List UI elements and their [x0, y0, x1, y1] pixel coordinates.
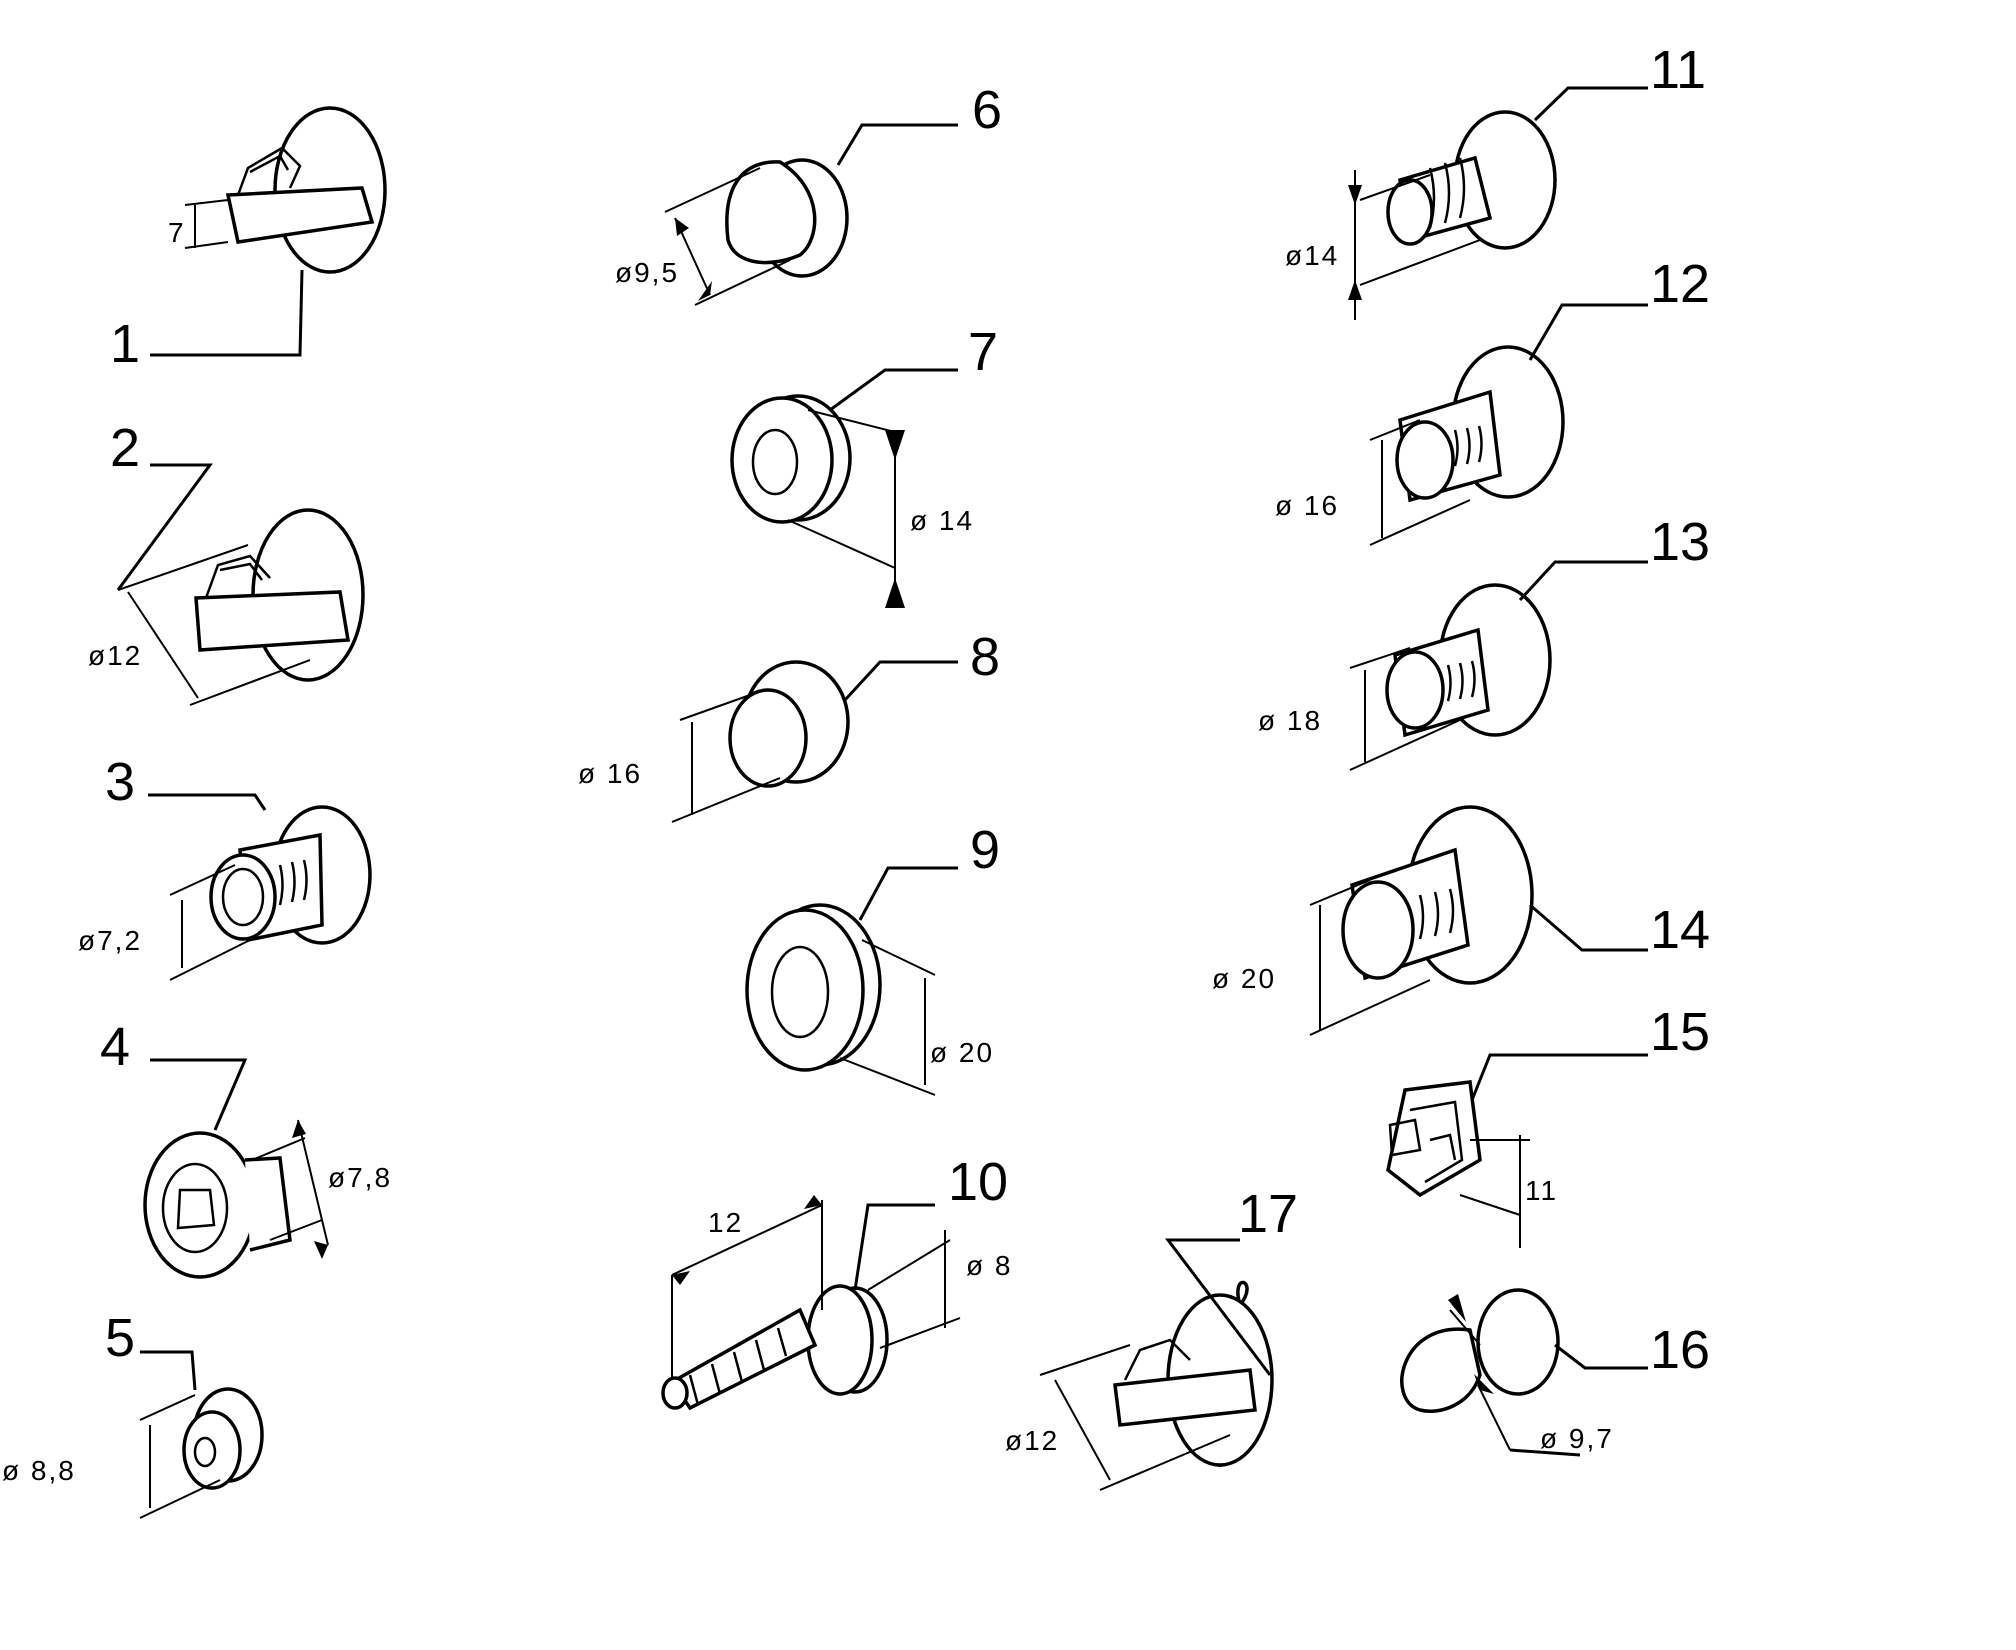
part-9-dimension: ø 20: [930, 1037, 994, 1068]
part-7-bore: [751, 428, 799, 496]
part-13-number: 13: [1650, 512, 1710, 572]
part-17-clip: [1113, 1368, 1257, 1427]
part-1: 1 7: [110, 106, 387, 374]
part-13-tip: [1385, 650, 1445, 730]
part-16: 16 ø 9,7: [1400, 1288, 1710, 1457]
part-5: 5 ø 8,8: [2, 1308, 264, 1519]
part-8: 8 ø 16: [578, 627, 1000, 823]
part-11-dimension: ø14: [1285, 240, 1339, 271]
part-7: 7 ø 14: [730, 322, 998, 608]
part-17: 17 ø12: [1005, 1184, 1298, 1491]
part-2: 2 ø12: [88, 418, 365, 706]
part-12-tip: [1395, 420, 1455, 500]
part-16-dome: [1400, 1327, 1482, 1413]
part-7-front: [730, 396, 834, 524]
part-9: 9 ø 20: [745, 820, 1000, 1096]
part-13-dimension: ø 18: [1258, 705, 1322, 736]
part-16-head: [1476, 1288, 1560, 1396]
part-11-number: 11: [1650, 40, 1706, 100]
part-3-number: 3: [105, 752, 135, 812]
part-2-dimension: ø12: [88, 640, 142, 671]
part-14-number: 14: [1650, 900, 1710, 960]
part-3-bore: [209, 853, 277, 941]
part-17-number: 17: [1238, 1184, 1298, 1244]
part-16-dimension: ø 9,7: [1540, 1423, 1614, 1454]
part-8-cap: [728, 688, 808, 788]
part-8-dimension: ø 16: [578, 758, 642, 789]
part-9-front: [745, 908, 865, 1072]
part-10-length-dimension: 12: [708, 1207, 743, 1238]
part-7-number: 7: [968, 322, 998, 382]
part-14-dimension: ø 20: [1212, 963, 1276, 994]
part-10-shank: [669, 1307, 818, 1411]
part-8-number: 8: [970, 627, 1000, 687]
part-4-flange: [143, 1131, 257, 1279]
part-10-head: [806, 1284, 874, 1396]
part-14-tip: [1341, 880, 1415, 980]
part-6-dimension: ø9,5: [615, 257, 679, 288]
part-3-dimension: ø7,2: [78, 925, 142, 956]
part-6: 6 ø9,5: [615, 80, 1002, 306]
part-13: 13 ø 18: [1258, 512, 1710, 771]
part-5-dimension: ø 8,8: [2, 1455, 76, 1486]
part-6-dome: [725, 160, 817, 265]
part-1-clip: [225, 186, 375, 244]
part-7-dimension: ø 14: [910, 505, 974, 536]
part-4-number: 4: [100, 1017, 130, 1077]
part-15-number: 15: [1650, 1002, 1710, 1062]
part-1-number: 1: [110, 314, 140, 374]
part-1-dimension: 7: [168, 217, 186, 248]
part-16-number: 16: [1650, 1320, 1710, 1380]
part-14: 14 ø 20: [1212, 805, 1710, 1036]
part-15-dimension: 11: [1525, 1175, 1558, 1206]
part-12-number: 12: [1650, 254, 1710, 314]
part-12: 12 ø 16: [1275, 254, 1710, 546]
part-10-dimension: ø 8: [966, 1250, 1012, 1281]
part-9-number: 9: [970, 820, 1000, 880]
part-12-dimension: ø 16: [1275, 490, 1339, 521]
part-17-dimension: ø12: [1005, 1425, 1059, 1456]
part-5-number: 5: [105, 1308, 135, 1368]
part-4-dimension: ø7,8: [328, 1162, 392, 1193]
part-11-tip: [1386, 178, 1434, 246]
part-10: 10 ø 8 12: [661, 1152, 1012, 1411]
part-9-bore: [770, 945, 830, 1039]
part-6-number: 6: [972, 80, 1002, 140]
part-2-clip: [194, 590, 351, 652]
part-11: 11 ø14: [1285, 40, 1706, 320]
part-3: 3 ø7,2: [78, 752, 372, 981]
part-15: 15 11: [1386, 1002, 1710, 1248]
part-10-number: 10: [948, 1152, 1008, 1212]
part-4: 4 ø7,8: [100, 1017, 392, 1279]
part-2-number: 2: [110, 418, 140, 478]
